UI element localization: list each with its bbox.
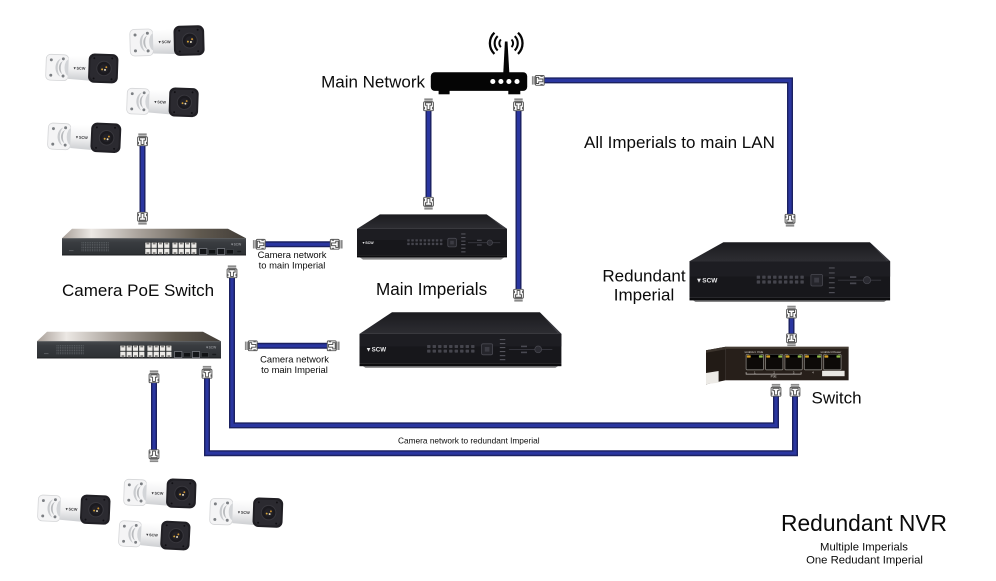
svg-text:All Imperials to main LAN: All Imperials to main LAN xyxy=(584,133,775,152)
svg-text:Camera network to redundant Im: Camera network to redundant Imperial xyxy=(398,436,540,446)
svg-text:Camera network: Camera network xyxy=(260,354,329,365)
svg-text:Main Imperials: Main Imperials xyxy=(376,280,487,299)
svg-text:to main Imperial: to main Imperial xyxy=(259,260,326,271)
svg-text:Multiple Imperials: Multiple Imperials xyxy=(820,542,908,554)
svg-text:Camera PoE Switch: Camera PoE Switch xyxy=(62,281,214,300)
svg-text:Switch: Switch xyxy=(812,389,862,408)
svg-text:Imperial: Imperial xyxy=(614,286,674,305)
svg-text:▼SCW: ▼SCW xyxy=(366,347,387,354)
svg-text:Camera network: Camera network xyxy=(258,249,327,260)
svg-text:Redundant NVR: Redundant NVR xyxy=(781,510,947,536)
svg-text:▼SCW: ▼SCW xyxy=(362,241,375,245)
svg-text:▼SCW: ▼SCW xyxy=(696,278,718,285)
svg-text:to main Imperial: to main Imperial xyxy=(261,364,328,375)
svg-text:One Redudant Imperial: One Redudant Imperial xyxy=(806,555,923,567)
svg-text:Main Network: Main Network xyxy=(321,73,425,92)
svg-text:Redundant: Redundant xyxy=(602,267,685,286)
